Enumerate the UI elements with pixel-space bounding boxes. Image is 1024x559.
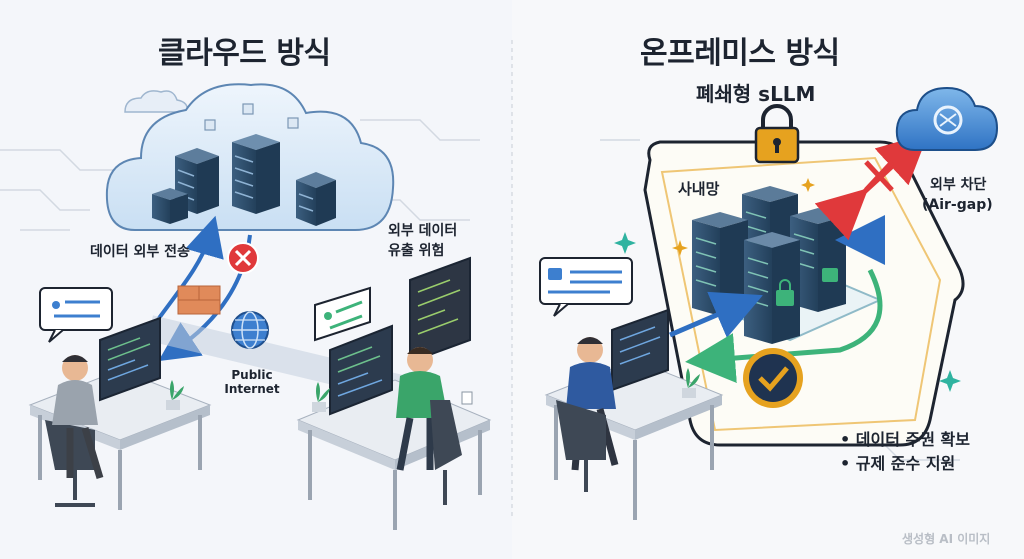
bullet-text: 데이터 주권 확보: [855, 430, 970, 449]
leak-risk-label-line1: 외부 데이터: [388, 223, 458, 239]
internal-arrow-out: [685, 268, 883, 384]
lock-icon: [754, 104, 800, 164]
cloud-method-title: 클라우드 방식: [158, 36, 331, 71]
data-send-label: 데이터 외부 전송: [90, 244, 190, 260]
small-cloud-icon: [124, 90, 189, 113]
bullet-data-sovereignty: • 데이터 주권 확보: [840, 430, 970, 449]
external-block-label-line1: 외부 차단: [930, 177, 987, 193]
watermark: 생성형 AI 이미지: [902, 532, 991, 546]
external-ai-cloud-icon: [895, 86, 999, 151]
block-x-icon: [864, 160, 894, 192]
danger-icon: [227, 242, 259, 274]
globe-icon: [231, 311, 269, 349]
user-workstation-onprem: [539, 257, 724, 520]
leak-risk-label-line2: 유출 위험: [388, 243, 445, 259]
user-workstation-right: [296, 256, 492, 530]
sparkle-icons: [614, 178, 961, 392]
closed-sllm-subtitle: 폐쇄형 sLLM: [696, 82, 816, 106]
onprem-method-title: 온프레미스 방식: [640, 36, 840, 71]
bullet-text: 규제 준수 지원: [855, 454, 956, 473]
public-internet-label-line1: Public: [231, 368, 273, 382]
internal-arrow-in: [669, 291, 763, 338]
check-badge-icon: [743, 348, 803, 408]
air-gap-label: (Air-gap): [922, 197, 993, 213]
intranet-label: 사내망: [678, 180, 720, 198]
bullet-regulatory-compliance: • 규제 준수 지원: [840, 454, 956, 473]
firewall-icon: [177, 285, 221, 315]
onprem-servers: [692, 186, 846, 344]
public-internet-label-line2: Internet: [224, 382, 280, 396]
user-workstation-left: [28, 287, 212, 510]
cloud-servers: [152, 103, 336, 226]
